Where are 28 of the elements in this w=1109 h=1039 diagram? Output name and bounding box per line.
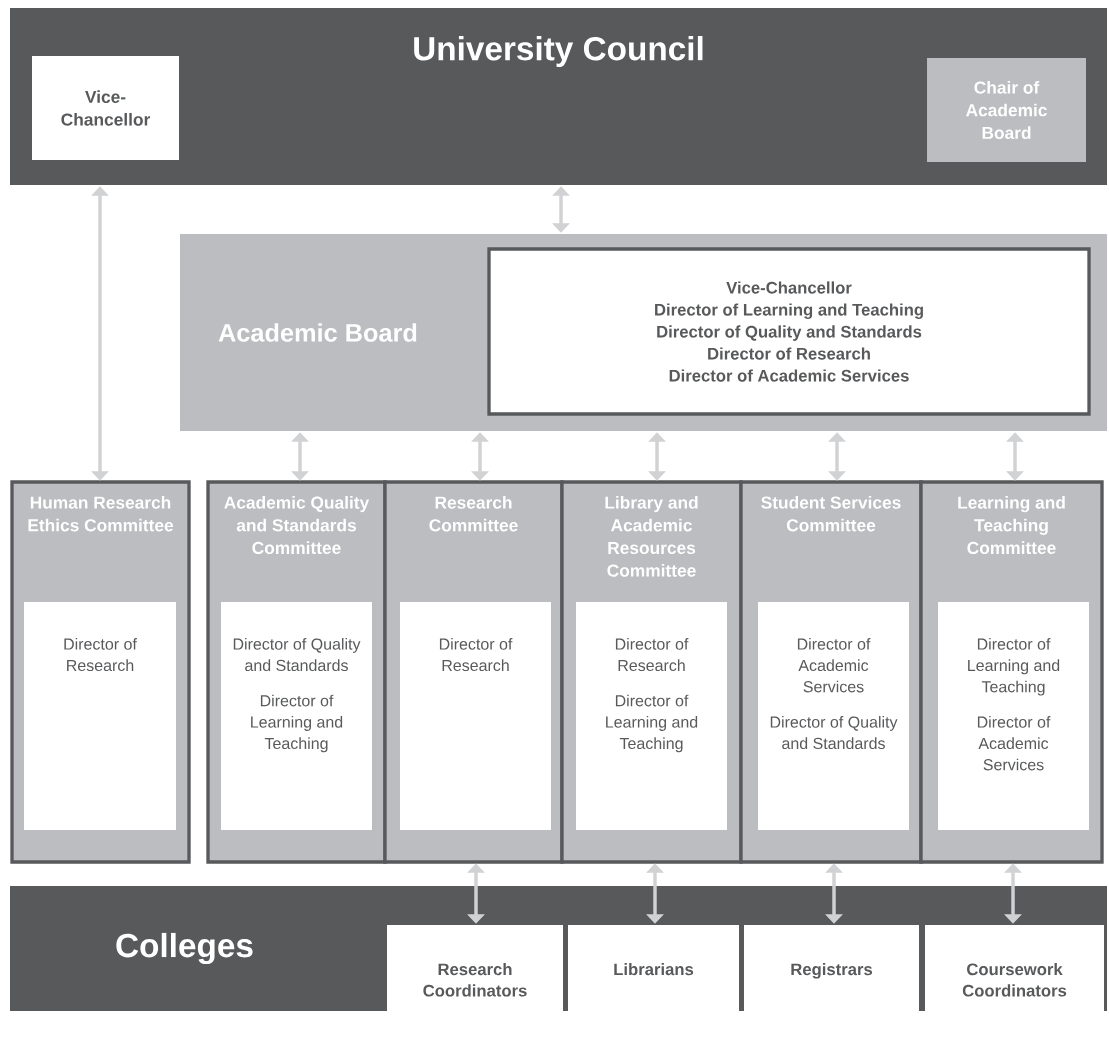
arrow	[1004, 863, 1022, 924]
arrow	[1006, 432, 1024, 481]
member-box: Director of Research	[24, 602, 176, 830]
unit-box: Librarians	[568, 925, 739, 1021]
member-box: Director of Learning and Teaching Director of Academic Services	[938, 602, 1089, 830]
arrow	[648, 432, 666, 481]
arrow	[646, 863, 664, 924]
arrow	[91, 186, 109, 481]
members-box: Vice-Chancellor Director of Learning and Teaching Director of Quality and Standards Director of Research Director of Academic Services	[487, 247, 1091, 416]
node-label: Registrars	[791, 963, 873, 979]
member-box: Director of Research	[400, 602, 551, 830]
member-box: Director of Academic Services Director of Quality and Standards	[758, 602, 909, 830]
officer-box: Chair of Academic Board	[927, 58, 1086, 162]
arrow	[552, 186, 570, 233]
node-label: Librarians	[614, 963, 694, 976]
unit-box: Research Coordinators	[387, 925, 563, 1021]
arrow	[291, 432, 309, 481]
arrow	[825, 863, 843, 924]
officer-box: Vice-Chancellor	[32, 56, 179, 160]
unit-box: Registrars	[744, 925, 919, 1021]
arrow	[828, 432, 846, 481]
member-box: Director of Research Director of Learning and Teaching	[576, 602, 727, 830]
node-label: Research Coordinators	[423, 963, 527, 997]
unit-box: Coursework Coordinators	[925, 925, 1104, 1021]
member-box: Director of Quality and Standards Director of Learning and Teaching	[221, 602, 372, 830]
node-label: Coursework Coordinators	[962, 963, 1067, 997]
arrow	[467, 863, 485, 924]
arrow	[471, 432, 489, 481]
